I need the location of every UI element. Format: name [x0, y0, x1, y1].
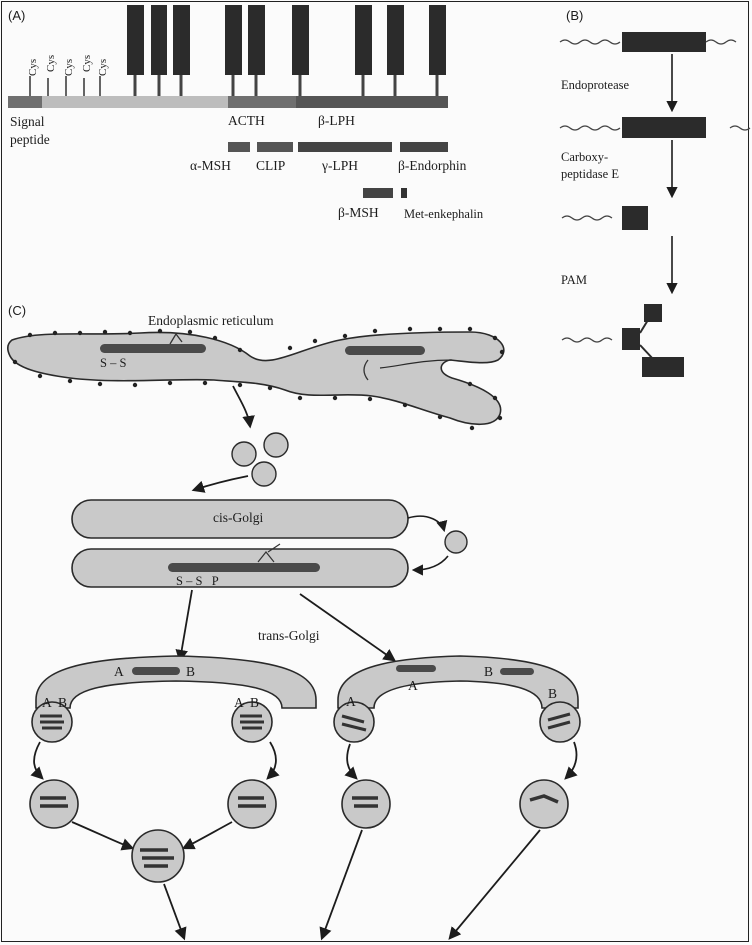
trans-golgi-right-bud [540, 702, 580, 742]
beta-lph-segment [296, 96, 448, 108]
beta-endorphin-bar [400, 142, 448, 152]
trans-golgi-right [338, 656, 578, 708]
panel-b-tag: (B) [566, 8, 583, 24]
precursor-wave-left [560, 40, 620, 44]
trimmed-wave [562, 216, 612, 220]
svg-text:Cys: Cys [63, 59, 75, 76]
immature-granule [30, 780, 78, 828]
cleaved-wave-left [560, 126, 620, 130]
released-fragment-bottom [642, 357, 684, 377]
cleavage-stems [135, 75, 437, 96]
signal-peptide-segment [8, 96, 42, 108]
beta-msh-label: β-MSH [338, 205, 379, 221]
label-b: B [186, 664, 195, 680]
retrograde-vesicle [445, 531, 467, 553]
label-a: A [114, 664, 124, 680]
svg-text:Cys: Cys [45, 55, 57, 72]
precursor-wave-right [706, 40, 736, 44]
acth-label: ACTH [228, 113, 265, 129]
trans-golgi-prefix: trans [258, 628, 284, 643]
svg-text:Cys: Cys [97, 59, 109, 76]
label-b: B [548, 686, 557, 702]
mature-granule [132, 830, 184, 882]
released-fragment-top [644, 304, 662, 322]
label-a: A [234, 695, 244, 711]
amidated-wave [562, 338, 612, 342]
label-a: A [42, 695, 52, 711]
trans-golgi-left [36, 656, 316, 708]
svg-text:Cys: Cys [27, 59, 39, 76]
immature-granule [342, 780, 390, 828]
alpha-msh-label: α-MSH [190, 158, 231, 174]
label-b: B [58, 695, 67, 711]
er-prohormone-left [100, 344, 206, 353]
alpha-msh-bar [228, 142, 250, 152]
cleavage-site-blocks [127, 5, 446, 75]
er-label: Endoplasmic reticulum [148, 313, 274, 329]
precursor-block [622, 32, 706, 52]
cis-golgi-prefix: cis [213, 510, 228, 525]
cleaved-wave-right [730, 126, 750, 130]
label-a: A [346, 694, 356, 710]
pam-label: PAM [561, 272, 587, 288]
cis-golgi-suffix: -Golgi [228, 510, 263, 525]
amidated-block [622, 328, 640, 350]
er-disulfide-label: S – S [100, 355, 126, 371]
trans-golgi-label: trans-Golgi [258, 628, 320, 644]
met-enkephalin-bar [401, 188, 407, 198]
cys-glyphs: Cys Cys Cys Cys Cys [27, 55, 109, 76]
svg-text:Cys: Cys [81, 55, 93, 72]
label-b: B [250, 695, 259, 711]
er-prohormone-right [345, 346, 425, 355]
n-terminal-segment [42, 96, 228, 108]
cleaved-block [622, 117, 706, 138]
beta-lph-label: β-LPH [318, 113, 355, 129]
er-membrane [8, 332, 504, 424]
label-a: A [408, 678, 418, 694]
golgi-prohormone [168, 563, 320, 572]
panel-a-tag: (A) [8, 8, 25, 24]
beta-endorphin-label: β-Endorphin [398, 158, 466, 174]
transport-vesicle [252, 462, 276, 486]
transport-vesicle [264, 433, 288, 457]
trimmed-block [622, 206, 648, 230]
golgi-ssp-label: S – S P [176, 573, 219, 589]
label-b: B [484, 664, 493, 680]
gamma-lph-label: γ-LPH [322, 158, 358, 174]
carboxypeptidase-e-label: Carboxy- peptidase E [561, 149, 619, 183]
signal-peptide-label: Signal peptide [10, 113, 50, 149]
cis-golgi-label: cis-Golgi [213, 510, 263, 526]
trans-golgi-suffix: -Golgi [284, 628, 319, 643]
acth-segment [228, 96, 296, 108]
met-enkephalin-label: Met-enkephalin [404, 206, 483, 222]
immature-granule [520, 780, 568, 828]
transport-vesicle [232, 442, 256, 466]
clip-bar [257, 142, 293, 152]
immature-granule [228, 780, 276, 828]
panel-c-tag: (C) [8, 303, 26, 319]
cys-residues [30, 76, 100, 96]
endoprotease-label: Endoprotease [561, 77, 629, 93]
gamma-lph-bar [298, 142, 392, 152]
clip-label: CLIP [256, 158, 285, 174]
beta-msh-bar [363, 188, 393, 198]
